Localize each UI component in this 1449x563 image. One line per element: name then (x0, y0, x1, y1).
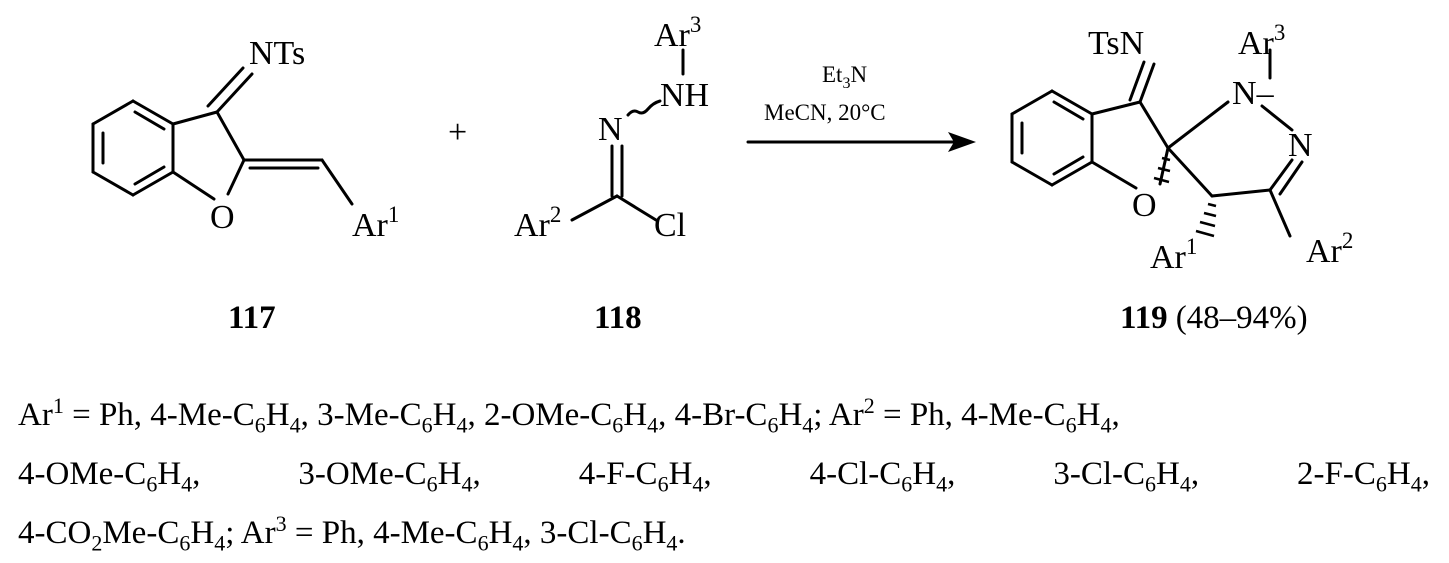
reaction-scheme: NTs O Ar1 117 + Ar3 NH N Ar2 Cl 118 Et3N… (91, 12, 1353, 336)
ar2-label: Ar2 (514, 202, 561, 244)
legend-substituent-item: 2-F-C6H4, (1297, 456, 1430, 497)
ar3-label: Ar3 (654, 12, 701, 54)
chlorine-label: Cl (654, 207, 686, 244)
compound-118-structure (570, 48, 685, 222)
compound-number-119: 119(48–94%) (1120, 300, 1308, 336)
plus-sign: + (448, 114, 467, 151)
reaction-arrow (746, 132, 976, 152)
compound-117-structure (91, 66, 354, 206)
compound-number-118: 118 (594, 300, 642, 336)
legend-substituent-item: 3-Cl-C6H4, (1053, 456, 1200, 497)
legend-line-1-text: Ar1 = Ph, 4-Me-C6H4, 3-Me-C6H4, 2-OMe-C6… (18, 393, 1120, 438)
ring-oxygen-label: O (210, 199, 235, 236)
nh-label: NH (660, 77, 709, 114)
tsn-group-label: TsN (1088, 25, 1144, 62)
legend-line-3: 4-CO2Me-C6H4; Ar3 = Ph, 4-Me-C6H4, 3-Cl-… (18, 504, 1430, 563)
legend-substituent-item: 4-Cl-C6H4, (809, 456, 956, 497)
product-ar2-label: Ar2 (1306, 228, 1353, 270)
imine-nitrogen-label: N (598, 111, 623, 148)
product-ring-oxygen-label: O (1132, 187, 1157, 224)
legend-substituent-item: 4-F-C6H4, (578, 456, 712, 497)
legend-substituent-item: 3-OMe-C6H4, (298, 456, 481, 497)
legend-substituent-item: 4-OMe-C6H4, (18, 456, 201, 497)
product-ar1-label: Ar1 (1150, 234, 1197, 276)
compound-number-117: 117 (228, 300, 276, 336)
pyrazoline-n1-label: N– (1232, 75, 1275, 112)
compound-119-structure (1010, 48, 1304, 238)
reagent-label: Et3N (822, 62, 867, 92)
ntsl-group-label: NTs (249, 35, 305, 72)
legend-line-2: 4-OMe-C6H4, 3-OMe-C6H4, 4-F-C6H4, 4-Cl-C6H4… (18, 445, 1430, 504)
pyrazoline-n2-label: N (1288, 127, 1313, 164)
legend-line-3-text: 4-CO2Me-C6H4; Ar3 = Ph, 4-Me-C6H4, 3-Cl-… (18, 511, 686, 556)
product-ar3-label: Ar3 (1238, 20, 1285, 62)
ar1-label: Ar1 (352, 202, 399, 244)
legend-line-1: Ar1 = Ph, 4-Me-C6H4, 3-Me-C6H4, 2-OMe-C6… (18, 386, 1430, 445)
substituent-legend: Ar1 = Ph, 4-Me-C6H4, 3-Me-C6H4, 2-OMe-C6… (18, 386, 1430, 563)
solvent-temperature-label: MeCN, 20°C (764, 100, 886, 125)
